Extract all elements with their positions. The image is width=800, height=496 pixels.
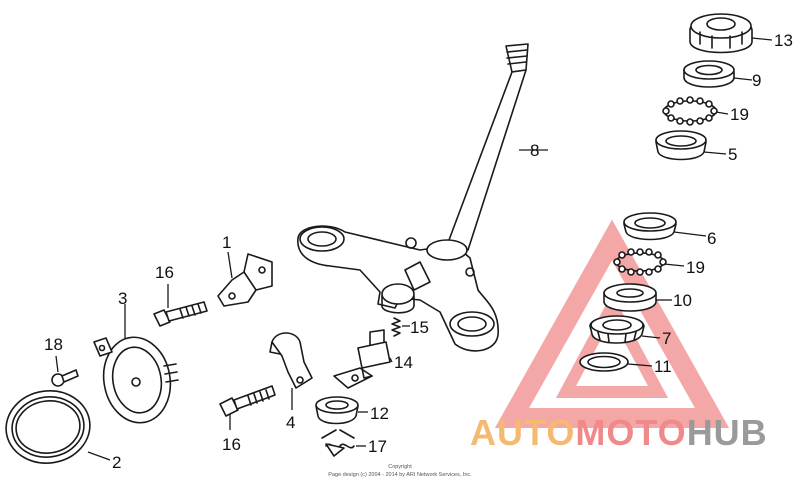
watermark-logo: AUTOMOTOHUB (470, 412, 768, 453)
watermark-triangle (494, 219, 730, 428)
part-2-horn-cover (5, 390, 111, 464)
label-16-lower: 16 (222, 435, 241, 454)
watermark-auto: AUTO (470, 412, 575, 453)
part-17-spring (321, 429, 366, 457)
label-12: 12 (370, 404, 389, 423)
label-2: 2 (112, 453, 121, 472)
label-8: 8 (530, 141, 539, 160)
copyright-line-2: Page design (c) 2004 - 2014 by ARI Netwo… (328, 472, 472, 478)
part-14-steering-lock (333, 329, 393, 389)
label-9: 9 (752, 71, 761, 90)
part-11-washer (579, 352, 653, 372)
part-5-upper-ball-race (655, 130, 727, 161)
part-7-dust-seal (589, 315, 661, 344)
part-8-steering-stem (297, 43, 548, 352)
label-18: 18 (44, 335, 63, 354)
part-18-screw (51, 355, 79, 387)
part-19-lower-steel-balls (613, 248, 685, 276)
part-9-top-cone-race (683, 60, 753, 88)
part-16-lower-bolt (219, 385, 276, 430)
label-14: 14 (394, 353, 413, 372)
part-19-upper-steel-balls (662, 96, 729, 126)
part-3-horn (93, 304, 179, 424)
label-7: 7 (662, 329, 671, 348)
label-16-upper: 16 (155, 263, 174, 282)
label-15: 15 (410, 318, 429, 337)
part-1-horn-bracket (217, 251, 273, 307)
svg-text:AUTOMOTOHUB: AUTOMOTOHUB (470, 412, 768, 453)
part-13-bearing-adjust-nut (689, 13, 773, 54)
label-13: 13 (774, 31, 793, 50)
part-6-lower-outer-race (623, 212, 707, 241)
label-4: 4 (286, 413, 295, 432)
label-19-upper: 19 (730, 105, 749, 124)
label-10: 10 (673, 291, 692, 310)
label-6: 6 (707, 229, 716, 248)
watermark-hub: HUB (687, 412, 768, 453)
watermark-moto: MOTO (575, 412, 686, 453)
copyright-line-1: Copyright (388, 464, 412, 470)
part-4-clamp-bracket (269, 332, 313, 410)
label-5: 5 (728, 145, 737, 164)
part-16-upper-bolt (153, 284, 208, 327)
part-10-bottom-cone-race (603, 283, 672, 312)
label-1: 1 (222, 233, 231, 252)
label-19-lower: 19 (686, 258, 705, 277)
label-17: 17 (368, 437, 387, 456)
label-3: 3 (118, 289, 127, 308)
part-12-lock-cover (315, 396, 368, 425)
part-15-spring (391, 317, 410, 337)
label-11: 11 (654, 357, 672, 376)
